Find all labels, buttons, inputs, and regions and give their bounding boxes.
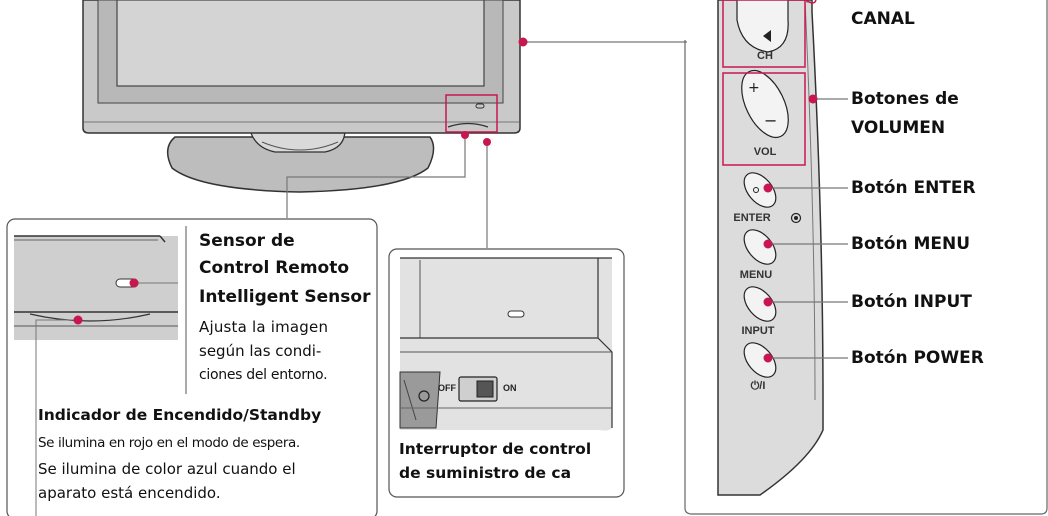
canal-label: CANAL: [851, 9, 915, 29]
menu-button-label: MENU: [739, 269, 773, 281]
indicator-line2: Se ilumina de color azul cuando el: [38, 460, 296, 478]
power-button-label: ⏻/I: [750, 380, 766, 392]
indicator-line3: aparato está encendido.: [38, 484, 221, 502]
switch-caption-line2: de suministro de ca: [399, 464, 572, 482]
switch-off-label: OFF: [438, 383, 456, 393]
sensor-desc-line1: Ajusta la imagen: [199, 318, 329, 336]
svg-text:+: +: [748, 80, 760, 96]
sensor-desc-line2: según las condi-: [199, 342, 322, 360]
sensor-title-line2: Control Remoto: [199, 258, 350, 278]
sensor-desc-line3: ciones del entorno.: [199, 367, 328, 383]
switch-caption-line1: Interruptor de control: [399, 440, 592, 458]
sensor-subtitle: Intelligent Sensor: [199, 287, 371, 307]
power-label: Botón POWER: [851, 348, 984, 368]
sensor-title-line1: Sensor de: [199, 231, 295, 251]
vol-button-label: VOL: [753, 146, 777, 158]
volumen-label-line2: VOLUMEN: [851, 118, 946, 138]
input-button-label: INPUT: [741, 325, 775, 337]
tv-stand: [166, 136, 435, 193]
side-panel-frame: [684, 0, 1048, 515]
indicator-line1: Se ilumina en rojo en el modo de espera.: [38, 435, 300, 451]
enter-button-label: ENTER: [733, 212, 771, 224]
volumen-label-line1: Botones de: [851, 89, 959, 109]
input-label: Botón INPUT: [851, 292, 972, 312]
menu-label: Botón MENU: [851, 234, 971, 254]
enter-label: Botón ENTER: [851, 178, 976, 198]
ch-highlight-box: [722, 0, 806, 68]
ch-button-label: CH: [757, 50, 773, 62]
svg-text:−: −: [764, 111, 777, 130]
sensor-highlight-box: [445, 94, 498, 133]
switch-on-label: ON: [503, 383, 517, 393]
tv-screen: [116, 0, 485, 87]
indicator-title: Indicador de Encendido/Standby: [38, 406, 322, 424]
vol-highlight-box: [722, 72, 806, 166]
